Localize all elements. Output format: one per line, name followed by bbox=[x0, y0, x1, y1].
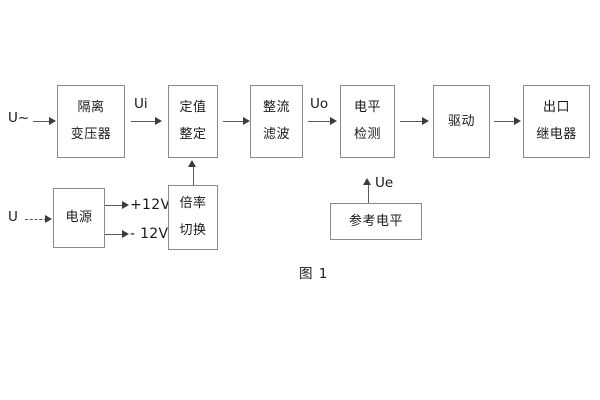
block-setpoint: 定值 整定 bbox=[168, 85, 218, 158]
block-level-detection: 电平 检测 bbox=[340, 85, 395, 158]
arrow-head-reference-to-level-icon bbox=[363, 178, 371, 185]
block-reference-level: 参考电平 bbox=[330, 203, 422, 240]
ac-input-label: U~ bbox=[8, 110, 30, 126]
block-rectify-filter-line1: 整流 bbox=[262, 100, 290, 116]
rail-positive-label: +12V bbox=[130, 197, 171, 213]
arrow-head-drive-to-relay-icon bbox=[514, 116, 521, 125]
arrow-head-dc-input-icon bbox=[45, 214, 52, 223]
block-multiplier-switch-line1: 倍率 bbox=[179, 196, 207, 212]
block-level-detection-line2: 检测 bbox=[353, 127, 381, 142]
arrow-head-setpoint-to-rectify-icon bbox=[243, 116, 250, 125]
connector-ac-input bbox=[33, 121, 51, 122]
connector-uo bbox=[308, 121, 332, 122]
block-power-supply-line1: 电源 bbox=[65, 210, 93, 226]
signal-label-uo: Uo bbox=[310, 96, 329, 112]
block-drive: 驱动 bbox=[433, 85, 490, 158]
arrow-head-ac-input-icon bbox=[49, 116, 56, 125]
block-level-detection-line1: 电平 bbox=[353, 100, 381, 116]
arrow-head-level-to-drive-icon bbox=[422, 116, 429, 125]
signal-label-ue: Ue bbox=[375, 175, 394, 191]
block-setpoint-line1: 定值 bbox=[179, 100, 207, 116]
block-output-relay-line2: 继电器 bbox=[536, 127, 577, 142]
arrow-head-ui-icon bbox=[155, 116, 162, 125]
block-multiplier-switch-line2: 切换 bbox=[179, 223, 207, 238]
connector-drive-to-relay bbox=[494, 121, 516, 122]
connector-reference-to-level bbox=[367, 184, 369, 203]
connector-rail-positive bbox=[105, 205, 125, 206]
block-isolation-transformer-line1: 隔离 bbox=[77, 100, 105, 116]
block-output-relay: 出口 继电器 bbox=[523, 85, 590, 158]
block-isolation-transformer: 隔离 变压器 bbox=[57, 85, 125, 158]
arrow-head-uo-icon bbox=[330, 116, 337, 125]
arrow-head-rail-negative-icon bbox=[122, 229, 129, 238]
block-setpoint-line2: 整定 bbox=[179, 127, 207, 142]
block-output-relay-line1: 出口 bbox=[542, 100, 570, 116]
block-rectify-filter-line2: 滤波 bbox=[262, 127, 290, 142]
arrow-head-multiplier-to-setpoint-icon bbox=[188, 160, 196, 167]
connector-dc-input bbox=[25, 219, 47, 220]
connector-rail-negative bbox=[105, 234, 125, 235]
connector-ui bbox=[131, 121, 157, 122]
figure-caption: 图 1 bbox=[299, 266, 329, 282]
connector-multiplier-to-setpoint bbox=[192, 166, 194, 185]
arrow-head-rail-positive-icon bbox=[122, 200, 129, 209]
rail-negative-label: - 12V bbox=[130, 226, 169, 242]
connector-level-to-drive bbox=[400, 121, 424, 122]
block-drive-line1: 驱动 bbox=[447, 113, 475, 129]
block-multiplier-switch: 倍率 切换 bbox=[168, 185, 218, 250]
dc-input-label: U bbox=[8, 209, 18, 225]
block-isolation-transformer-line2: 变压器 bbox=[70, 127, 112, 142]
connector-setpoint-to-rectify bbox=[223, 121, 245, 122]
block-rectify-filter: 整流 滤波 bbox=[250, 85, 303, 158]
block-reference-level-line1: 参考电平 bbox=[348, 213, 403, 229]
signal-label-ui: Ui bbox=[134, 96, 148, 112]
block-power-supply: 电源 bbox=[53, 188, 105, 248]
